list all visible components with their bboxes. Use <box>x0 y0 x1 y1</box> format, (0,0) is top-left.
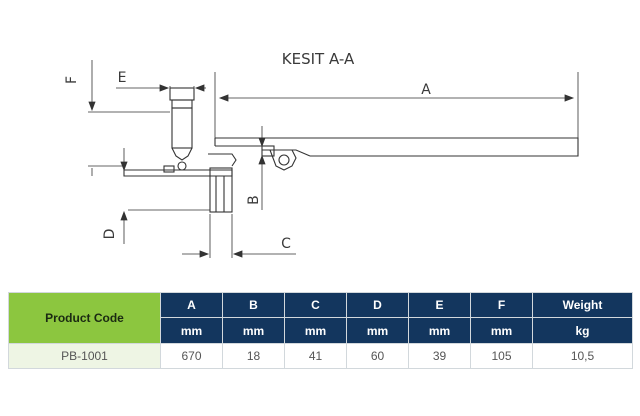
value-b: 18 <box>222 343 285 369</box>
value-c: 41 <box>284 343 347 369</box>
unit-b: mm <box>222 317 285 344</box>
technical-drawing: KESIT A-A <box>64 50 579 258</box>
drawing-title: KESIT A-A <box>282 50 355 68</box>
unit-c: mm <box>284 317 347 344</box>
dim-label-c: C <box>281 236 291 252</box>
column-header-b: B <box>222 292 285 318</box>
spec-table: Product Code A B C D E F Weight mm mm mm… <box>8 292 633 369</box>
dim-label-d: D <box>102 229 118 240</box>
value-a: 670 <box>160 343 223 369</box>
unit-row: mm mm mm mm mm mm kg <box>9 317 633 344</box>
unit-f: mm <box>470 317 533 344</box>
column-header-f: F <box>470 292 533 318</box>
product-code-cell: PB-1001 <box>8 343 161 369</box>
dim-label-b: B <box>246 195 262 205</box>
value-d: 60 <box>346 343 409 369</box>
unit-d: mm <box>346 317 409 344</box>
dim-label-a: A <box>421 82 431 98</box>
dimension-lines <box>88 60 579 258</box>
product-code-header: Product Code <box>8 292 161 344</box>
table-row: PB-1001 670 18 41 60 39 105 10,5 <box>8 343 633 369</box>
unit-a: mm <box>160 317 223 344</box>
column-header-a: A <box>160 292 223 318</box>
column-header-weight: Weight <box>532 292 633 318</box>
column-header-d: D <box>346 292 409 318</box>
column-header-e: E <box>408 292 471 318</box>
dim-label-f: F <box>64 76 80 84</box>
dim-label-e: E <box>118 70 127 86</box>
value-weight: 10,5 <box>532 343 633 369</box>
unit-e: mm <box>408 317 471 344</box>
unit-weight: kg <box>532 317 633 344</box>
value-f: 105 <box>470 343 533 369</box>
value-e: 39 <box>408 343 471 369</box>
header-row: Product Code A B C D E F Weight <box>8 292 633 344</box>
tool-outline <box>123 87 579 213</box>
column-header-c: C <box>284 292 347 318</box>
